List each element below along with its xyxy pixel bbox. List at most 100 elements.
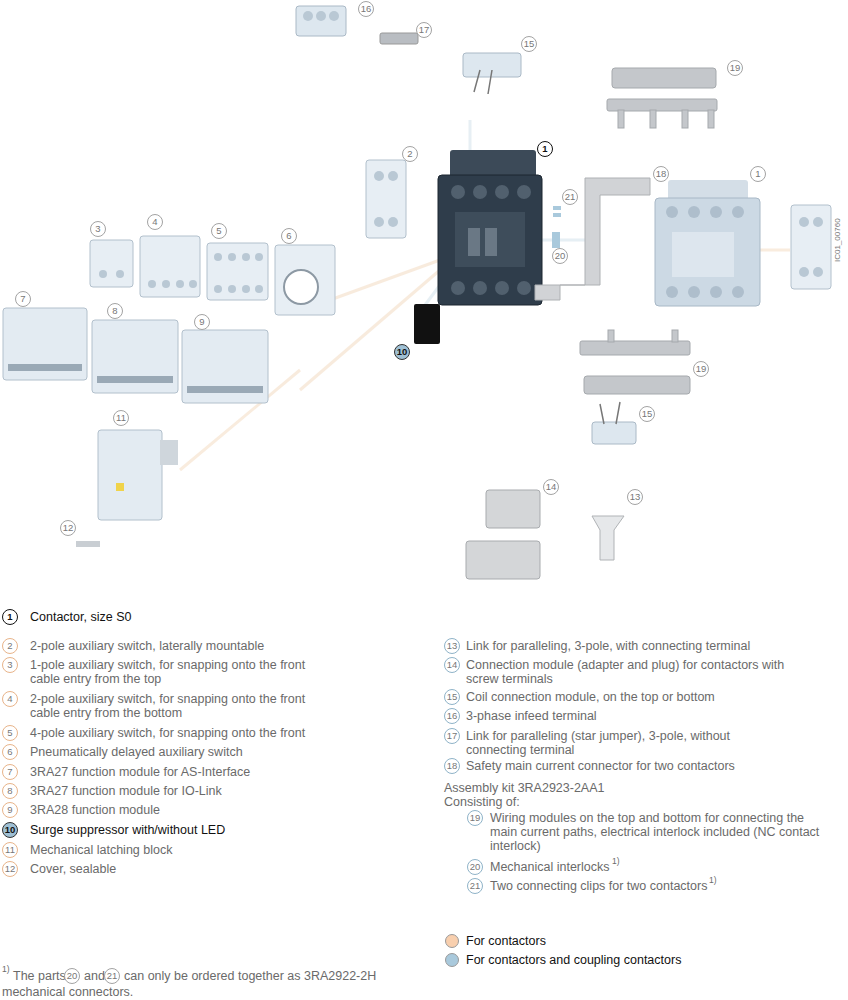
callout-number: 19 xyxy=(467,810,483,826)
callout-number: 21 xyxy=(104,968,120,984)
label-text: 4-pole auxiliary switch, for snapping on… xyxy=(30,726,305,740)
callout-number: 8 xyxy=(2,783,18,799)
callout-number: 15 xyxy=(639,406,655,422)
label-text: 2-pole auxiliary switch, for snapping on… xyxy=(30,692,330,720)
callout-number: 9 xyxy=(194,314,210,330)
label-text: Safety main current connector for two co… xyxy=(466,759,735,773)
label-text: Mechanical interlocks xyxy=(490,860,610,874)
callout-number: 10 xyxy=(2,822,18,838)
callout-number: 19 xyxy=(693,361,709,377)
callout-number: 11 xyxy=(2,842,18,858)
image-id: IC01_00760 xyxy=(833,218,842,262)
label-text: 2-pole auxiliary switch, laterally mount… xyxy=(30,639,264,653)
label-text: and xyxy=(84,969,105,983)
callout-number: 21 xyxy=(467,878,483,894)
terminal-dots xyxy=(99,253,263,293)
callout-number: 18 xyxy=(653,166,669,182)
wiring-module xyxy=(607,68,717,128)
label-text: The parts xyxy=(13,969,66,983)
label-text: mechanical connectors. xyxy=(2,985,133,999)
label-text: 1-pole auxiliary switch, for snapping on… xyxy=(30,658,330,686)
label-text: Assembly kit 3RA2923-2AA1 xyxy=(444,781,605,795)
star-jumper xyxy=(380,33,418,44)
label-text: Surge suppressor with/without LED xyxy=(30,823,225,837)
coil-module xyxy=(592,402,636,444)
callout-number: 8 xyxy=(107,303,123,319)
timer-dial xyxy=(284,270,318,304)
callout-number: 20 xyxy=(64,968,80,984)
callout-number: 2 xyxy=(402,146,418,162)
callout-number: 6 xyxy=(2,744,18,760)
label-text: Cover, sealable xyxy=(30,862,116,876)
legend-swatch xyxy=(445,934,459,948)
connection-module xyxy=(466,490,540,579)
callout-number: 11 xyxy=(113,410,129,426)
callout-number: 12 xyxy=(2,861,18,877)
callout-number: 17 xyxy=(416,22,432,38)
callout-number: 16 xyxy=(444,708,460,724)
latching-block xyxy=(98,430,178,520)
footnote-mark: 1) xyxy=(709,876,717,885)
callout-number: 13 xyxy=(627,489,643,505)
callout-number: 1 xyxy=(537,141,553,157)
label-text: 3RA27 function module for IO-Link xyxy=(30,784,222,798)
callout-number: 2 xyxy=(2,638,18,654)
label-text: Wiring modules on the top and bottom for… xyxy=(490,811,828,853)
callout-number: 15 xyxy=(444,689,460,705)
label-text: 3-phase infeed terminal xyxy=(466,709,597,723)
paralleling-link xyxy=(592,516,624,560)
sealable-cover xyxy=(76,541,100,547)
coil-module xyxy=(463,53,521,94)
surge-suppressor xyxy=(414,304,440,344)
label-text: Connection module (adapter and plug) for… xyxy=(466,658,786,686)
label-text: Contactor, size S0 xyxy=(30,610,131,624)
callout-number: 14 xyxy=(444,657,460,673)
callout-number: 16 xyxy=(358,1,374,17)
safety-connector xyxy=(535,178,650,300)
contactor xyxy=(655,180,760,306)
callout-number: 7 xyxy=(2,764,18,780)
callout-number: 1 xyxy=(2,609,18,625)
label-text: Mechanical latching block xyxy=(30,843,172,857)
callout-number: 9 xyxy=(2,802,18,818)
callout-number: 18 xyxy=(444,758,460,774)
callout-number: 1 xyxy=(750,166,766,182)
callout-number: 14 xyxy=(543,479,559,495)
callout-number: 7 xyxy=(15,291,31,307)
guide-lines xyxy=(180,120,790,470)
callout-number: 17 xyxy=(444,728,460,744)
callout-number: 3 xyxy=(90,221,106,237)
label-text: Consisting of: xyxy=(444,795,520,809)
callout-number: 4 xyxy=(2,691,18,707)
callout-number: 20 xyxy=(467,859,483,875)
callout-number: 3 xyxy=(2,657,18,673)
module-terminals xyxy=(8,364,263,393)
callout-number: 20 xyxy=(552,248,568,264)
label-text: can only be ordered together as 3RA2922-… xyxy=(124,969,376,983)
front-aux-switches xyxy=(90,236,335,315)
callout-number: 4 xyxy=(147,214,163,230)
label-text: Link for paralleling, 3-pole, with conne… xyxy=(466,639,750,653)
footnote-mark: 1) xyxy=(612,857,620,866)
function-modules xyxy=(3,308,268,403)
footnote-mark: 1) xyxy=(2,965,10,974)
wiring-module xyxy=(580,330,690,394)
callout-number: 19 xyxy=(727,60,743,76)
callout-number: 13 xyxy=(444,638,460,654)
label-text: 3RA28 function module xyxy=(30,803,160,817)
callout-number: 5 xyxy=(2,725,18,741)
callout-number: 10 xyxy=(394,344,410,360)
label-text: 3RA27 function module for AS-Interface xyxy=(30,765,250,779)
callout-number: 21 xyxy=(562,189,578,205)
label-text: Two connecting clips for two contactors xyxy=(490,879,707,893)
label-text: Link for paralleling (star jumper), 3-po… xyxy=(466,729,766,757)
label-text: Pneumatically delayed auxiliary switch xyxy=(30,745,243,759)
callout-number: 12 xyxy=(60,520,76,536)
contactor xyxy=(438,150,542,305)
clips xyxy=(552,206,561,248)
label-text: Coil connection module, on the top or bo… xyxy=(466,690,715,704)
legend-swatch xyxy=(445,953,459,967)
infeed-terminal xyxy=(296,6,346,36)
legend-text: For contactors and coupling contactors xyxy=(466,953,681,967)
